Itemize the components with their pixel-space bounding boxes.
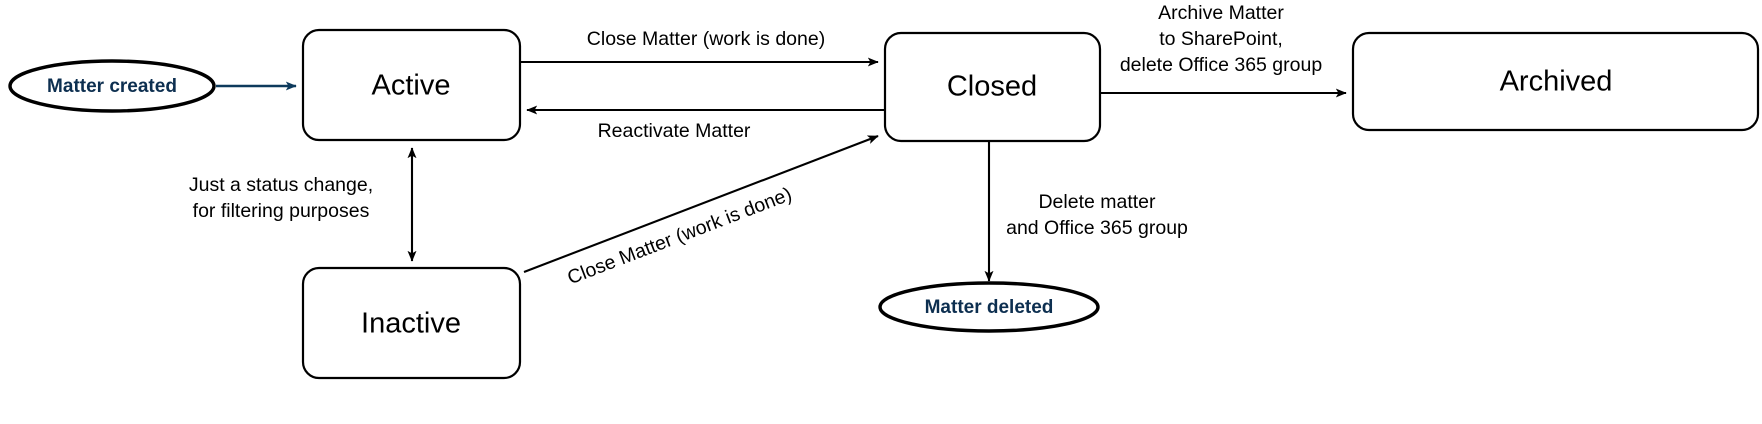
matter-created-oval bbox=[8, 59, 216, 113]
node-active[interactable]: Active bbox=[301, 28, 522, 142]
edge-closed-to-archived-label-line1: Archive Matter bbox=[1158, 2, 1284, 24]
node-inactive[interactable]: Inactive bbox=[301, 266, 522, 380]
matter-deleted-label: Matter deleted bbox=[925, 297, 1054, 318]
edge-active-inactive-label-line1: Just a status change, bbox=[189, 174, 373, 196]
edge-closed-to-deleted: Delete matter and Office 365 group bbox=[984, 141, 1188, 282]
edge-closed-to-deleted-label-line1: Delete matter bbox=[1038, 191, 1156, 213]
archived-label: Archived bbox=[1500, 66, 1613, 98]
edge-inactive-to-closed: Close Matter (work is done) bbox=[523, 135, 879, 289]
edge-closed-to-archived-label-line2: to SharePoint, bbox=[1159, 28, 1283, 50]
node-matter-created[interactable]: Matter created bbox=[8, 59, 216, 113]
edge-closed-to-archived-label-line3: delete Office 365 group bbox=[1120, 54, 1323, 76]
edge-closed-to-active-label: Reactivate Matter bbox=[598, 120, 751, 142]
closed-label: Closed bbox=[947, 71, 1037, 103]
edge-inactive-to-closed-label: Close Matter (work is done) bbox=[564, 183, 794, 289]
edge-inactive-to-closed-line bbox=[523, 135, 879, 273]
inactive-box bbox=[301, 266, 522, 380]
node-matter-deleted[interactable]: Matter deleted bbox=[878, 281, 1100, 333]
active-box bbox=[301, 28, 522, 142]
node-archived[interactable]: Archived bbox=[1351, 31, 1760, 132]
inactive-label: Inactive bbox=[361, 308, 461, 340]
edge-active-inactive-label-line2: for filtering purposes bbox=[193, 200, 370, 222]
archived-box bbox=[1351, 31, 1760, 132]
edge-active-to-closed: Close Matter (work is done) bbox=[520, 28, 879, 67]
matter-deleted-oval bbox=[878, 281, 1100, 333]
edge-active-inactive: Just a status change, for filtering purp… bbox=[189, 147, 417, 262]
edge-closed-to-archived: Archive Matter to SharePoint, delete Off… bbox=[1100, 2, 1347, 98]
edge-closed-to-active: Reactivate Matter bbox=[526, 105, 885, 142]
matter-created-label: Matter created bbox=[47, 76, 177, 97]
edge-closed-to-deleted-label-line2: and Office 365 group bbox=[1006, 217, 1188, 239]
closed-box bbox=[883, 31, 1102, 143]
node-closed[interactable]: Closed bbox=[883, 31, 1102, 143]
edge-active-to-closed-label: Close Matter (work is done) bbox=[587, 28, 825, 50]
active-label: Active bbox=[372, 70, 451, 102]
